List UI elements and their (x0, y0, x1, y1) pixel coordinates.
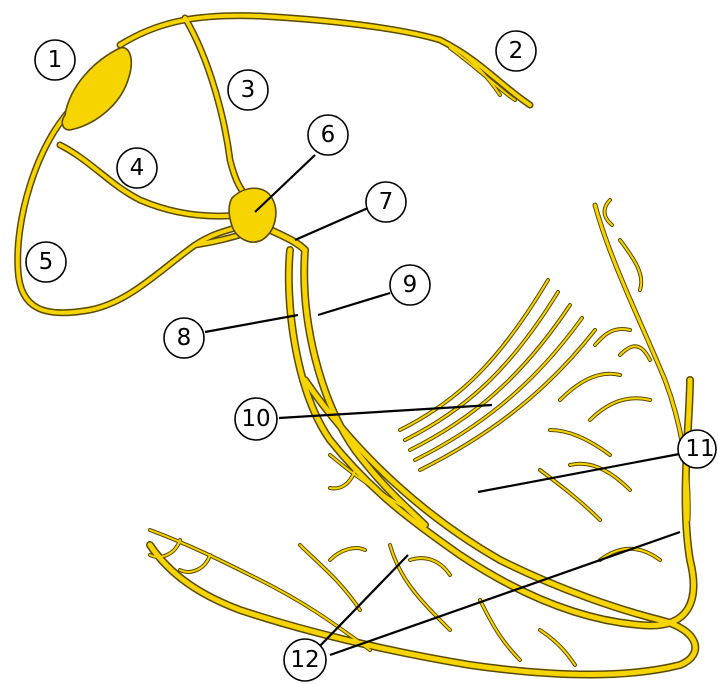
nerve-network (18, 16, 696, 675)
label-11: 11 (678, 430, 716, 468)
label-6-text: 6 (321, 122, 336, 148)
label-2-text: 2 (509, 38, 524, 64)
label-7: 7 (366, 182, 406, 222)
label-9: 9 (390, 265, 430, 305)
ganglion (229, 188, 276, 242)
leader-line-12a (318, 555, 408, 648)
leader-line-9 (318, 293, 390, 315)
leader-line-8 (205, 315, 298, 332)
label-5: 5 (26, 242, 66, 282)
label-9-text: 9 (403, 272, 418, 298)
label-7-text: 7 (379, 189, 394, 215)
label-1-text: 1 (48, 47, 63, 73)
label-1: 1 (35, 40, 75, 80)
label-10: 10 (235, 398, 277, 440)
label-12: 12 (284, 639, 326, 681)
nerve-outlines (18, 16, 696, 675)
label-4: 4 (117, 148, 157, 188)
leader-line-6 (255, 155, 315, 212)
leader-line-7 (295, 208, 368, 240)
label-8: 8 (164, 318, 204, 358)
leader-line-12b (330, 532, 680, 655)
label-8-text: 8 (177, 325, 192, 351)
label-5-text: 5 (39, 249, 54, 275)
leader-line-11 (478, 452, 690, 492)
label-3-text: 3 (241, 77, 256, 103)
label-2: 2 (496, 31, 536, 71)
label-11-text: 11 (685, 436, 714, 462)
label-4-text: 4 (130, 155, 145, 181)
label-6: 6 (308, 115, 348, 155)
number-labels: 1 2 3 4 5 6 7 8 (26, 31, 716, 681)
label-3: 3 (228, 70, 268, 110)
label-10-text: 10 (241, 406, 270, 432)
label-12-text: 12 (290, 647, 319, 673)
